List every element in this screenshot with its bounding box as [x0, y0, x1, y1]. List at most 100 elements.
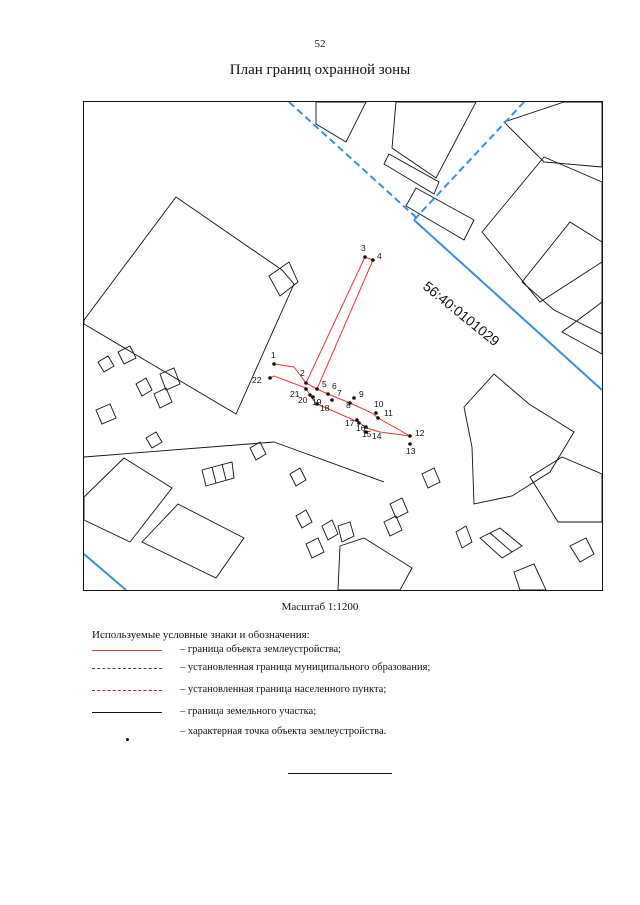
characteristic-point — [374, 411, 378, 415]
building — [455, 525, 473, 549]
legend-item-characteristic-point: – характерная точка объекта землеустройс… — [92, 726, 612, 741]
building — [295, 509, 313, 529]
parcel-boundary — [273, 441, 385, 483]
legend-text: – установленная граница населенного пунк… — [180, 684, 387, 695]
building — [145, 431, 163, 449]
building — [268, 261, 299, 297]
building — [153, 387, 173, 409]
characteristic-point — [330, 398, 334, 402]
legend-swatch — [92, 650, 162, 651]
building — [513, 563, 547, 590]
parcel-boundary — [84, 441, 275, 458]
legend-text: – граница земельного участка; — [180, 706, 317, 717]
point-label: 3 — [361, 243, 366, 253]
building — [337, 521, 355, 543]
characteristic-point — [304, 381, 308, 385]
building — [305, 537, 325, 559]
building — [521, 221, 602, 335]
point-label: 13 — [406, 446, 416, 456]
point-label: 12 — [415, 428, 425, 438]
characteristic-point — [352, 396, 356, 400]
point-label: 19 — [312, 397, 322, 407]
characteristic-point — [355, 418, 359, 422]
point-label: 4 — [377, 251, 382, 261]
legend-text: – характерная точка объекта землеустройс… — [180, 726, 387, 737]
characteristic-point — [272, 362, 276, 366]
building-outlines — [84, 102, 602, 590]
point-label: 16 — [356, 423, 366, 433]
building — [117, 345, 137, 365]
characteristic-point — [308, 393, 312, 397]
building — [315, 102, 367, 143]
building — [383, 153, 440, 195]
legend-title: Используемые условные знаки и обозначени… — [92, 629, 310, 641]
point-label: 6 — [332, 381, 337, 391]
point-label: 17 — [345, 418, 355, 428]
characteristic-point — [363, 255, 367, 259]
point-label: 10 — [374, 399, 384, 409]
map-scale: Масштаб 1:1200 — [281, 601, 359, 613]
building — [97, 355, 115, 373]
building — [529, 456, 602, 523]
page-number: 52 — [314, 38, 326, 50]
characteristic-point — [326, 392, 330, 396]
point-label: 5 — [322, 379, 327, 389]
characteristic-point — [408, 442, 412, 446]
building — [289, 467, 307, 487]
point-label: 22 — [252, 375, 262, 385]
characteristic-point — [364, 425, 368, 429]
legend-swatch — [92, 668, 162, 669]
building — [159, 367, 181, 391]
legend-text: – граница объекта землеустройства; — [180, 644, 342, 655]
building — [84, 196, 295, 415]
point-label: 7 — [337, 388, 342, 398]
characteristic-point — [315, 402, 319, 406]
point-icon — [126, 738, 129, 741]
legend-item-municipal-boundary: – установленная граница муниципального о… — [92, 662, 612, 676]
characteristic-point — [376, 416, 380, 420]
point-label: 1 — [271, 350, 276, 360]
legend-swatch — [92, 690, 162, 691]
legend-item-settlement-boundary: – установленная граница населенного пунк… — [92, 684, 612, 698]
point-label: 2 — [300, 368, 305, 378]
legend-swatch — [92, 712, 162, 713]
building — [391, 102, 477, 179]
legend-item-land-parcel: – граница земельного участка; — [92, 706, 612, 720]
characteristic-point — [304, 387, 308, 391]
legend-item-object-boundary: – граница объекта землеустройства; — [92, 644, 612, 658]
building — [84, 457, 173, 543]
characteristic-point — [315, 387, 319, 391]
point-label: 18 — [320, 403, 330, 413]
building — [141, 503, 245, 579]
building — [249, 441, 267, 461]
zone-boundary-blue — [84, 102, 602, 590]
building — [421, 467, 441, 489]
point-label: 15 — [362, 429, 372, 439]
signature-line — [288, 773, 392, 774]
building — [135, 377, 153, 397]
point-label: 8 — [346, 400, 351, 410]
point-label: 20 — [298, 395, 308, 405]
characteristic-point — [371, 258, 375, 262]
point-label: 11 — [384, 408, 393, 418]
characteristic-point — [268, 376, 272, 380]
building — [201, 461, 235, 487]
legend-text: – установленная граница муниципального о… — [180, 662, 431, 673]
building — [561, 301, 602, 355]
building — [383, 515, 403, 537]
point-label: 21 — [290, 389, 300, 399]
building — [321, 519, 339, 541]
characteristic-point — [408, 434, 412, 438]
building — [337, 537, 413, 590]
building — [503, 102, 602, 168]
point-label: 9 — [359, 389, 364, 399]
building — [95, 403, 117, 425]
characteristic-point — [364, 430, 368, 434]
building — [481, 156, 602, 303]
characteristic-point — [357, 421, 361, 425]
building — [389, 497, 409, 519]
building — [569, 537, 595, 563]
